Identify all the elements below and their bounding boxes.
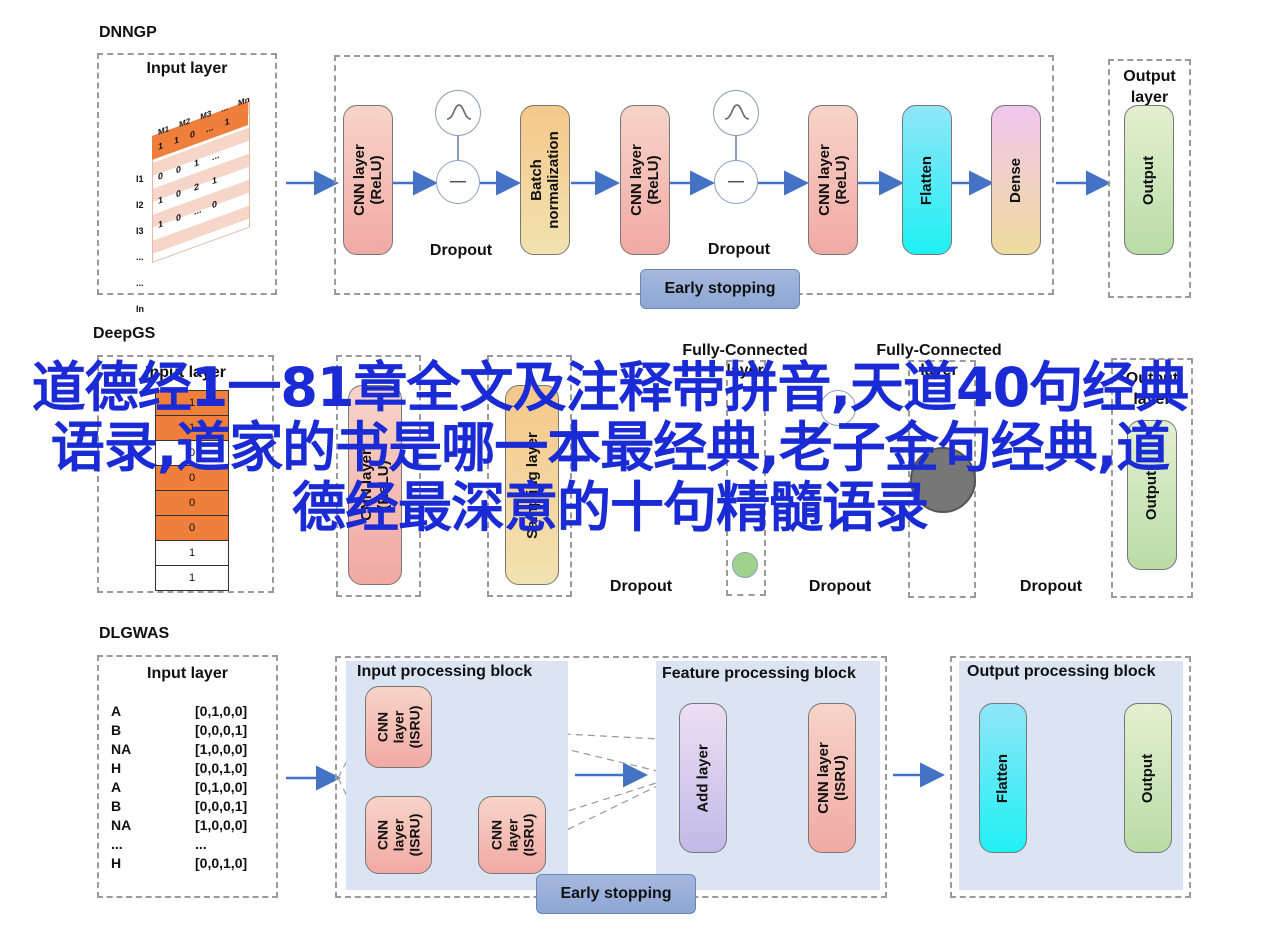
deepgs-fc-label-1: Fully-Connected layer: [682, 342, 808, 379]
deepgs-cnn-layer: CNN layer (ReLU): [348, 385, 402, 585]
dnngp-batch-normalization: Batch normalization: [520, 105, 570, 255]
deepgs-output-label: Output layer: [1125, 370, 1179, 408]
dlgwas-output-frame: [950, 656, 1191, 898]
dnngp-output-label: Output layer: [1123, 68, 1176, 106]
dnngp-output-frame: [1108, 59, 1191, 298]
fc-node-icon: [820, 390, 856, 426]
dlgwas-sequence-codes: [0,1,0,0] [0,0,0,1] [1,0,0,0] [0,0,1,0] …: [195, 703, 248, 871]
input-processing-block-title: Input processing block: [357, 663, 533, 680]
matrix-row-labels: I1 I2 I3 ... ... In: [136, 174, 144, 314]
overlay-caption: 道德经1一81章全文及注释带拼音,天道40句经典语录,道家的书是哪一本最经典,老…: [31, 356, 1189, 539]
deepgs-cnn-frame: [336, 355, 421, 597]
dlgwas-early-stopping: Early stopping: [536, 874, 696, 914]
dropout-node-icon: —: [714, 160, 758, 204]
dropout-node-icon: —: [436, 160, 480, 204]
deepgs-output-node: Output: [1127, 420, 1177, 570]
feature-processing-block-title: Feature processing block: [662, 665, 856, 682]
output-processing-block-title: Output processing block: [967, 663, 1156, 680]
deepgs-title: DeepGS: [93, 325, 156, 342]
dlgwas-output-node: Output: [1124, 703, 1172, 853]
dnngp-cnn-layer-1: CNN layer (ReLU): [343, 105, 393, 255]
deepgs-fc-frame-1: [726, 360, 766, 596]
dlgwas-title: DLGWAS: [99, 625, 170, 642]
dnngp-early-stopping: Early stopping: [640, 269, 800, 309]
dlgwas-add-layer: Add layer: [679, 703, 727, 853]
dlgwas-flatten: Flatten: [979, 703, 1027, 853]
deepgs-fc-label-2: Fully-Connected layer: [876, 342, 1002, 379]
deepgs-input-frame: [97, 355, 274, 593]
dlgwas-sequence-bases: A B NA H A B NA ... H: [111, 703, 132, 871]
dnngp-dense: Dense: [991, 105, 1041, 255]
fc-node-icon: [732, 552, 758, 578]
deepgs-input-label: Input layer: [145, 364, 226, 381]
dnngp-cnn-layer-2: CNN layer (ReLU): [620, 105, 670, 255]
dlgwas-cnn-isru-1: CNN layer (ISRU): [365, 686, 432, 768]
dnngp-flatten: Flatten: [902, 105, 952, 255]
dnngp-dropout-label-1: Dropout: [429, 242, 493, 259]
dlgwas-input-label: Input layer: [147, 665, 228, 682]
deepgs-dropout-label-a: Dropout: [609, 578, 673, 595]
deepgs-dropout-label-b: Dropout: [808, 578, 872, 595]
dnngp-dropout-label-2: Dropout: [707, 241, 771, 258]
dnngp-output-node: Output: [1124, 105, 1174, 255]
dnngp-input-label: Input layer: [146, 60, 228, 77]
dropout-activation-icon: [435, 90, 481, 136]
fc-output-node-icon: [910, 447, 976, 513]
deepgs-input-vector: 1 1 0 0 0 0 1 1: [155, 390, 229, 591]
deepgs-sampling-layer: Sampling layer: [505, 385, 559, 585]
dlgwas-cnn-isru-3: CNN layer (ISRU): [478, 796, 546, 874]
dnngp-title: DNNGP: [99, 24, 157, 41]
deepgs-output-frame: [1111, 358, 1193, 598]
deepgs-sampling-frame: [487, 355, 572, 597]
dlgwas-input-frame: [97, 655, 278, 898]
dropout-activation-icon: [713, 90, 759, 136]
dnngp-cnn-layer-3: CNN layer (ReLU): [808, 105, 858, 255]
dnngp-input-frame: [97, 53, 277, 295]
dlgwas-cnn-isru-2: CNN layer (ISRU): [365, 796, 432, 874]
dlgwas-cnn-isru-long: CNN layer (ISRU): [808, 703, 856, 853]
deepgs-dropout-label-c: Dropout: [1019, 578, 1083, 595]
